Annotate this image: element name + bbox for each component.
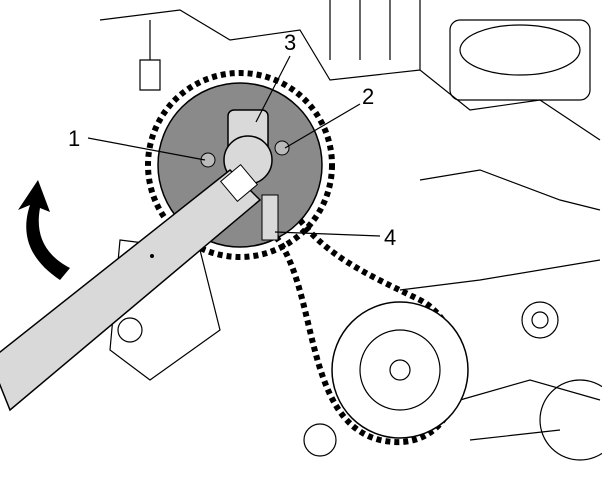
lower-timing-chain (267, 218, 461, 445)
locking-pin (261, 194, 279, 241)
callout-2: 2 (362, 84, 374, 109)
callout-1: 1 (68, 126, 80, 151)
callout-3: 3 (284, 30, 296, 55)
wrench (0, 163, 262, 412)
bolt-2 (274, 140, 290, 156)
rotation-direction-arrow-icon (18, 180, 70, 280)
bolt-1 (200, 152, 216, 168)
upper-timing-chain (145, 70, 335, 260)
callout-4: 4 (384, 225, 396, 250)
callout-leaders (87, 55, 381, 237)
